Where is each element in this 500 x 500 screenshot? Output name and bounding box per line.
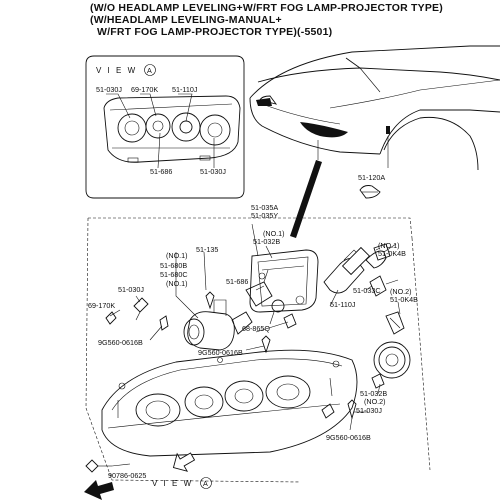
header-line-1: (W/O HEADLAMP LEVELING+W/FRT FOG LAMP-PR… xyxy=(90,2,443,14)
label-51-680C: 51-680C xyxy=(160,270,188,279)
label-no2-a: (NO.2) xyxy=(390,287,412,296)
header-line-3: W/FRT FOG LAMP-PROJECTOR TYPE)(-5501) xyxy=(97,26,332,38)
label-51-033C: 51-033C xyxy=(353,286,381,295)
rear-cover-51-032B xyxy=(249,249,319,313)
cap-51-0K4B-no1 xyxy=(373,243,391,261)
label-51-686-b: 51-686 xyxy=(226,277,248,286)
label-51-032B-b: 51-032B xyxy=(360,389,387,398)
label-51-110J-a: 51-110J xyxy=(172,85,198,94)
label-69-170K-b: 69-170K xyxy=(88,301,115,310)
label-no1-c: (NO.1) xyxy=(166,279,188,288)
label-no2-b: (NO.2) xyxy=(364,397,386,406)
clip-51-0K4B-no2 xyxy=(385,311,405,335)
label-51-032B-a: 51-032B xyxy=(253,237,280,246)
headlamp-housing xyxy=(101,349,358,457)
leveling-unit xyxy=(245,269,297,329)
view-a-bottom: V I E W A xyxy=(152,452,212,489)
label-no1-a: (NO.1) xyxy=(263,229,285,238)
bulb-51-110J xyxy=(323,243,397,294)
socket-51-033C xyxy=(369,275,399,297)
view-a-bottom-letter: A xyxy=(203,479,208,488)
pointer-arrow xyxy=(290,160,322,238)
label-51-110J-b: 51-110J xyxy=(330,300,356,309)
screws xyxy=(85,291,385,473)
label-51-135: 51-135 xyxy=(196,245,218,254)
label-9G560-c: 9G560-0616B xyxy=(326,433,371,442)
front-arrow-icon xyxy=(84,480,114,500)
label-51-035A: 51-035A xyxy=(251,203,278,212)
bulb-51-686 xyxy=(269,299,285,325)
exploded-view xyxy=(85,217,431,483)
label-51-0K4B-b: 51-0K4B xyxy=(390,295,418,304)
view-a-bottom-label: V I E W xyxy=(152,479,193,488)
view-a-label: V I E W xyxy=(96,66,137,75)
view-a-inset: V I E W A 51-030J 69-170K 51-110J 51-686… xyxy=(85,55,245,199)
label-51-686-a: 51-686 xyxy=(150,167,172,176)
round-cover-no2 xyxy=(373,341,411,379)
label-9G560-b: 9G560-0616B xyxy=(198,348,243,357)
label-69-170K-a: 69-170K xyxy=(131,85,158,94)
car-front-illustration xyxy=(249,45,500,171)
label-no1-b: (NO.1) xyxy=(166,251,188,260)
header-line-2: (W/HEADLAMP LEVELING-MANUAL+ xyxy=(90,14,282,26)
view-a-letter: A xyxy=(147,66,152,75)
label-51-030J-d: 51-030J xyxy=(356,406,382,415)
label-9G560-a: 9G560-0616B xyxy=(98,338,143,347)
label-51-030J-c: 51-030J xyxy=(118,285,144,294)
left-bulbs xyxy=(105,297,169,331)
label-90786-0625: 90786-0625 xyxy=(108,471,146,480)
label-51-0K4B-a: 51-0K4B xyxy=(378,249,406,258)
side-marker-part: 51-120A xyxy=(358,173,385,199)
label-51-035Y: 51-035Y xyxy=(251,211,278,220)
fog-projector xyxy=(183,299,253,351)
view-a-circle-icon xyxy=(144,64,156,76)
label-51-030J-a: 51-030J xyxy=(96,85,122,94)
label-51-680B: 51-680B xyxy=(160,261,187,270)
label-no1-d: (NO.1) xyxy=(378,241,400,250)
view-a-bottom-circle-icon xyxy=(200,477,212,489)
label-68-865Q: 68-865Q xyxy=(242,324,270,333)
label-51-120A: 51-120A xyxy=(358,173,385,182)
label-51-030J-b: 51-030J xyxy=(200,167,226,176)
